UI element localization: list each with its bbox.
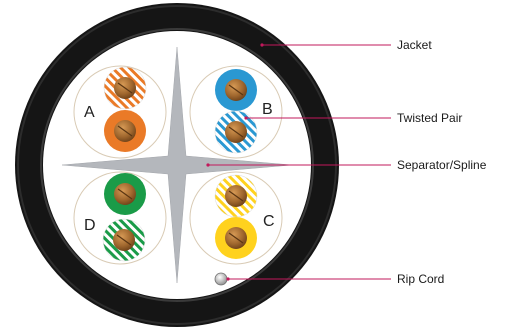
conductor-orange-white-striped — [103, 66, 147, 110]
callout-rip-cord-label: Rip Cord — [397, 272, 444, 286]
conductor-blue-solid — [215, 69, 257, 111]
leader-rip-cord — [226, 277, 391, 281]
callout-jacket-label: Jacket — [397, 38, 432, 52]
conductor-orange-solid — [104, 110, 146, 152]
twisted-pair-b: B — [189, 65, 283, 159]
pair-label-a: A — [84, 104, 95, 121]
callout-separator-label: Separator/Spline — [397, 158, 487, 172]
pair-label-d: D — [84, 217, 96, 234]
pair-sheath-outline — [189, 171, 283, 265]
leader-separator — [206, 163, 391, 167]
conductor-green-white-striped — [102, 218, 146, 262]
leader-jacket — [260, 43, 391, 47]
leader-twisted-pair — [244, 116, 391, 120]
rip-cord — [214, 272, 228, 286]
twisted-pair-a: A — [73, 65, 167, 159]
conductor-blue-white-striped — [214, 110, 258, 154]
conductor-yellow-white-striped — [214, 174, 258, 218]
twisted-pair-d: D — [73, 171, 167, 265]
pair-label-b: B — [262, 101, 273, 118]
callout-twisted-pair-label: Twisted Pair — [397, 111, 462, 125]
twisted-pair-c: C — [189, 171, 283, 265]
pair-sheath-outline — [73, 65, 167, 159]
conductor-yellow-solid — [215, 217, 257, 259]
leader-lines — [206, 43, 391, 281]
conductor-green-solid — [104, 173, 146, 215]
pair-sheath-outline — [73, 171, 167, 265]
pair-sheath-outline — [189, 65, 283, 159]
pair-label-c: C — [263, 213, 275, 230]
separator-spline — [61, 46, 293, 284]
